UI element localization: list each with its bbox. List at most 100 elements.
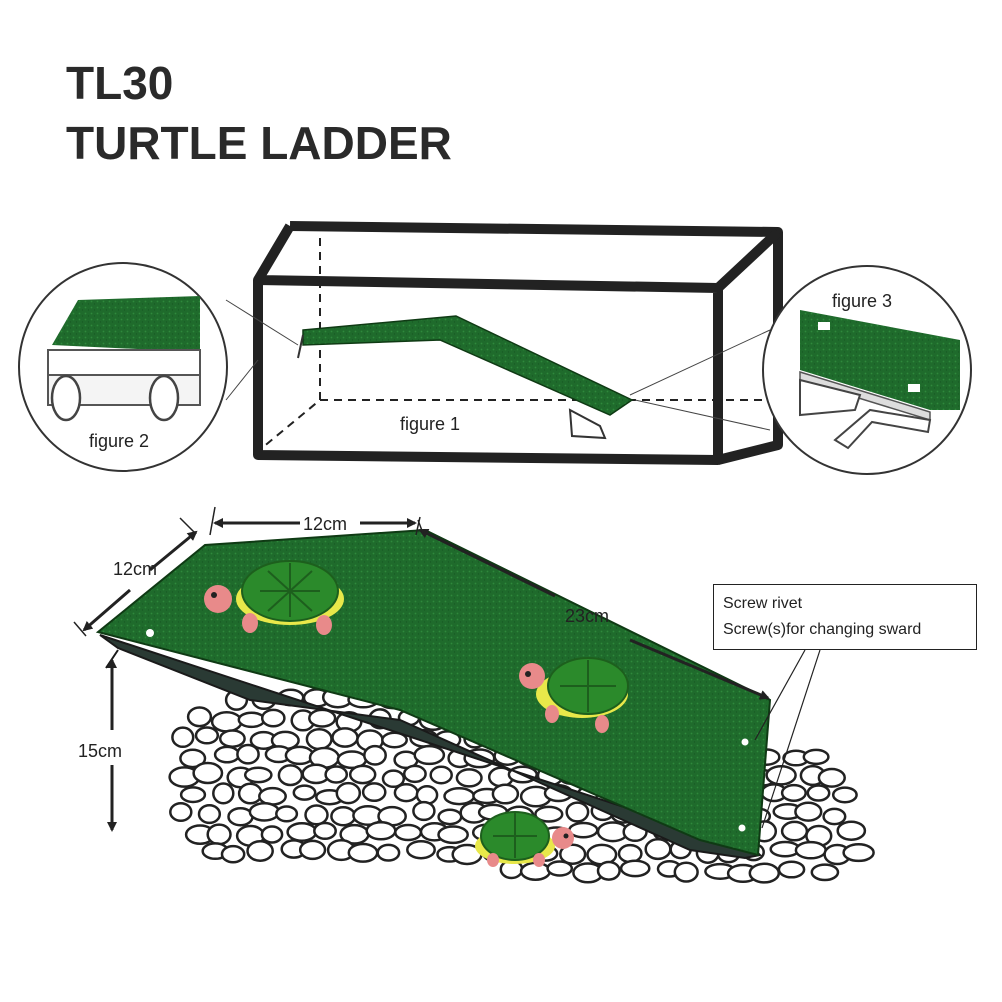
pebble	[237, 711, 266, 729]
pebble	[836, 820, 867, 841]
pebble	[169, 801, 193, 823]
pebble	[491, 783, 520, 805]
pebble	[213, 745, 241, 764]
callout-box: Screw rivet Screw(s)for changing sward	[713, 584, 977, 650]
pebble	[324, 765, 349, 784]
dimension-top-depth: 12cm	[73, 517, 198, 637]
pebble	[596, 860, 621, 881]
product-title: TURTLE LADDER	[66, 117, 452, 169]
pebble	[248, 802, 281, 822]
pebble	[393, 783, 419, 803]
dim-top-width-label: 12cm	[303, 514, 347, 534]
pebble	[246, 840, 274, 862]
pebble	[220, 844, 246, 864]
pebble	[347, 842, 379, 863]
model-number: TL30	[66, 57, 174, 109]
pebble	[243, 766, 273, 784]
screw-hole	[738, 824, 746, 832]
figure-3-detail: figure 3	[762, 265, 972, 475]
pebble	[218, 729, 246, 748]
pebble	[237, 782, 263, 805]
pebble	[348, 764, 377, 785]
callout-leader	[754, 649, 806, 741]
pebble	[186, 706, 213, 728]
pebble	[777, 860, 806, 879]
pebble	[765, 764, 797, 786]
turtle-icon	[204, 560, 344, 635]
pebble	[260, 708, 286, 728]
pebble	[842, 843, 875, 863]
pebble	[381, 769, 406, 789]
figure-2-detail: figure 2	[18, 262, 228, 472]
dimension-height: 15cm	[78, 658, 122, 832]
pebble	[197, 804, 222, 825]
callout-line-1: Screw rivet	[723, 595, 803, 612]
pebble	[780, 783, 807, 802]
pebble	[298, 839, 327, 861]
figure-1-label: figure 1	[400, 414, 460, 434]
pebble	[802, 748, 830, 766]
pebble	[313, 821, 337, 841]
pebble	[376, 843, 401, 862]
pebble	[822, 807, 847, 826]
dim-slope-length-label: 23cm	[565, 606, 609, 626]
pebble	[212, 782, 235, 805]
pebble	[275, 805, 299, 823]
pebble	[794, 801, 823, 822]
pebble	[258, 786, 287, 806]
pebble	[455, 768, 483, 788]
pebble	[810, 863, 840, 882]
pebble	[617, 843, 643, 864]
pebble	[831, 786, 858, 804]
pebble	[817, 767, 846, 788]
pebble	[780, 820, 809, 842]
pebble	[406, 839, 436, 860]
pebble	[210, 710, 243, 733]
pebble	[394, 823, 423, 842]
figure-2-label: figure 2	[89, 431, 149, 451]
pebble	[748, 862, 781, 884]
figure-3-label: figure 3	[832, 291, 892, 311]
pebble	[304, 804, 329, 826]
screw-hole	[741, 738, 749, 746]
callout-leader	[761, 649, 821, 829]
pebble	[673, 861, 699, 883]
pebble	[206, 823, 232, 846]
pebble	[413, 744, 446, 766]
pebble	[619, 859, 651, 878]
dim-top-depth-label: 12cm	[113, 559, 157, 579]
pebble	[565, 801, 590, 823]
pebble	[308, 708, 337, 728]
pebble	[179, 748, 207, 769]
pebble	[260, 825, 284, 844]
pebble	[794, 840, 827, 860]
pebble	[292, 784, 317, 801]
dimension-slope-length: 23cm	[417, 519, 770, 700]
pebble	[331, 727, 359, 748]
dimension-top-width: 12cm	[209, 506, 421, 536]
pebble	[171, 726, 195, 749]
turtle-icon	[475, 811, 574, 867]
pebble	[194, 726, 220, 745]
pebble	[335, 781, 362, 805]
tank-illustration: figure 1	[253, 221, 783, 465]
pebble	[192, 761, 224, 785]
pebble	[429, 765, 453, 785]
dim-height-label: 15cm	[78, 741, 122, 761]
pebble	[546, 860, 574, 877]
pebble	[534, 805, 564, 823]
pebble	[559, 843, 587, 865]
pebble	[361, 782, 387, 803]
pebble	[277, 764, 304, 787]
pebble	[437, 808, 463, 826]
pebble	[381, 731, 408, 749]
screw-hole	[146, 629, 154, 637]
pebble	[365, 821, 397, 841]
pebble	[236, 743, 260, 765]
pebble	[437, 825, 469, 845]
pebble	[286, 822, 318, 842]
pebble	[330, 805, 357, 827]
pebble	[644, 838, 672, 861]
pebble	[402, 764, 427, 784]
